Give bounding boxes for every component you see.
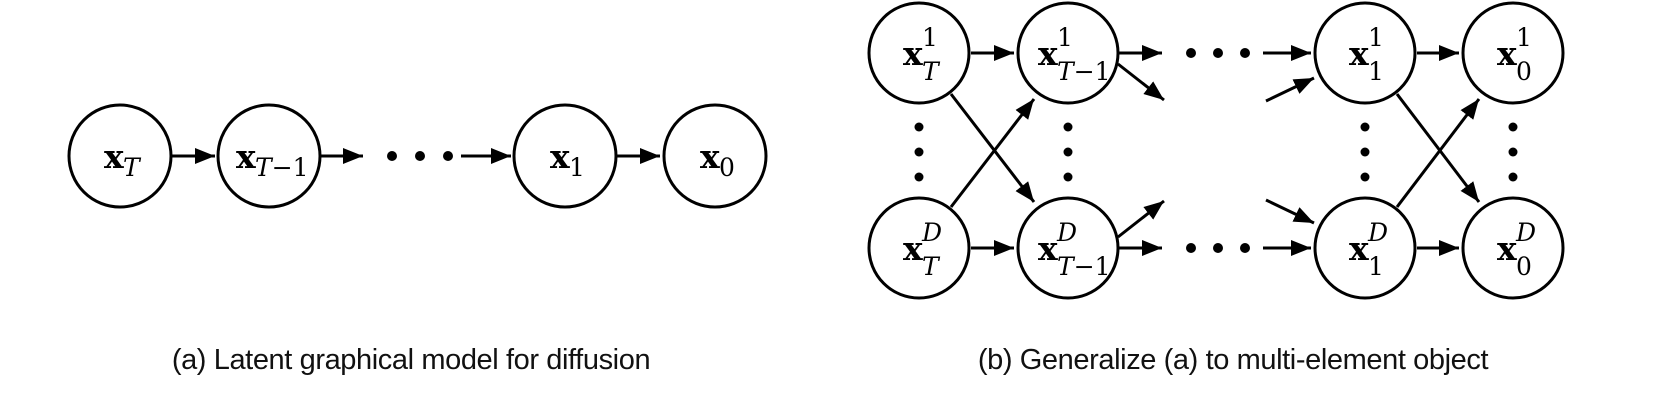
svg-text:T: T bbox=[922, 57, 941, 86]
ellipsis-horizontal-b-row1 bbox=[1186, 48, 1250, 58]
node-x1-1 bbox=[1313, 1, 1417, 105]
svg-text:0: 0 bbox=[1516, 57, 1532, 86]
node-x0-1-observed bbox=[1461, 1, 1565, 105]
svg-text:x: x bbox=[903, 34, 923, 73]
ellipsis-dot bbox=[1508, 172, 1518, 182]
node-label-xTm1-D: x D T−1 bbox=[1038, 218, 1111, 281]
ellipsis-dot bbox=[1186, 243, 1196, 253]
ellipsis-vertical-col2 bbox=[1063, 122, 1073, 182]
svg-text:1: 1 bbox=[1368, 252, 1384, 281]
svg-text:1: 1 bbox=[1368, 57, 1384, 86]
edges-b bbox=[949, 45, 1481, 256]
ellipsis-dot bbox=[1508, 122, 1518, 132]
svg-text:x: x bbox=[236, 137, 256, 176]
caption-panel-a: (a) Latent graphical model for diffusion bbox=[171, 344, 651, 376]
ellipsis-dot bbox=[914, 172, 924, 182]
svg-text:T−1: T−1 bbox=[1057, 252, 1111, 281]
ellipsis-vertical-col1 bbox=[914, 122, 924, 182]
edge-xTm1D-out-diagonal bbox=[1117, 199, 1165, 239]
node-label-xT-D: x D T bbox=[903, 218, 942, 281]
svg-text:x: x bbox=[550, 137, 570, 176]
node-x0-observed bbox=[662, 103, 768, 209]
svg-text:D: D bbox=[921, 218, 942, 247]
edge-xT1-to-xTm1D bbox=[949, 93, 1036, 203]
svg-text:x: x bbox=[1349, 34, 1369, 73]
edge-xTD-to-xTm11 bbox=[949, 98, 1036, 208]
ellipsis-dot bbox=[443, 151, 453, 161]
ellipsis-dot bbox=[1186, 48, 1196, 58]
svg-text:x: x bbox=[104, 137, 124, 176]
svg-text:1: 1 bbox=[922, 23, 938, 52]
ellipsis-dot bbox=[1360, 172, 1370, 182]
ellipsis-dot bbox=[914, 147, 924, 157]
node-label-x1-1: x 1 1 bbox=[1349, 23, 1384, 86]
node-label-xT-1: x 1 T bbox=[903, 23, 941, 86]
ellipsis-dot bbox=[1508, 147, 1518, 157]
ellipsis-vertical-col4 bbox=[1508, 122, 1518, 182]
node-xTm1-D bbox=[1016, 196, 1120, 300]
panel-b-diagram: x 1 T x 1 T−1 x 1 1 x 1 0 x D T x D T−1 bbox=[867, 1, 1565, 300]
ellipsis-dot bbox=[415, 151, 425, 161]
ellipsis-dot bbox=[1360, 122, 1370, 132]
ellipsis-dot bbox=[1063, 172, 1073, 182]
ellipsis-dot bbox=[1063, 122, 1073, 132]
node-xT-1 bbox=[867, 1, 971, 105]
ellipsis-dot bbox=[1063, 147, 1073, 157]
diagram-canvas: x T x T−1 x 1 x 0 bbox=[67, 1, 1565, 300]
svg-text:x: x bbox=[700, 137, 720, 176]
ellipsis-vertical-col3 bbox=[1360, 122, 1370, 182]
node-label-xTm1-1: x 1 T−1 bbox=[1038, 23, 1111, 86]
svg-text:x: x bbox=[1349, 229, 1369, 268]
node-label-x0-1: x 1 0 bbox=[1497, 23, 1532, 86]
node-xTm1-1 bbox=[1016, 1, 1120, 105]
edge-xTm11-out-diagonal bbox=[1117, 62, 1165, 102]
svg-text:x: x bbox=[1038, 229, 1058, 268]
svg-text:1: 1 bbox=[1368, 23, 1384, 52]
svg-text:D: D bbox=[1056, 218, 1077, 247]
edge-in-diagonal-x1D bbox=[1265, 198, 1315, 225]
svg-text:D: D bbox=[1367, 218, 1388, 247]
ellipsis-dot bbox=[1360, 147, 1370, 157]
svg-text:T: T bbox=[123, 153, 142, 182]
ellipsis-dot bbox=[1240, 243, 1250, 253]
node-label-xTm1: x T−1 bbox=[236, 137, 309, 182]
node-x1 bbox=[512, 103, 618, 209]
svg-text:1: 1 bbox=[1057, 23, 1073, 52]
svg-text:0: 0 bbox=[719, 153, 735, 182]
edge-in-diagonal-x11 bbox=[1265, 76, 1315, 103]
node-label-xT: x T bbox=[104, 137, 142, 182]
svg-text:D: D bbox=[1515, 218, 1536, 247]
node-xT-D bbox=[867, 196, 971, 300]
ellipsis-dot bbox=[387, 151, 397, 161]
panel-a-diagram: x T x T−1 x 1 x 0 bbox=[67, 103, 768, 209]
ellipsis-dot bbox=[1213, 48, 1223, 58]
edge-x1D-to-x01 bbox=[1395, 98, 1481, 208]
svg-text:x: x bbox=[1497, 229, 1517, 268]
svg-text:x: x bbox=[1038, 34, 1058, 73]
svg-text:T: T bbox=[922, 252, 941, 281]
svg-text:1: 1 bbox=[569, 153, 585, 182]
svg-text:1: 1 bbox=[1516, 23, 1532, 52]
node-label-x0-D: x D 0 bbox=[1497, 218, 1536, 281]
node-label-x1-D: x D 1 bbox=[1349, 218, 1388, 281]
node-label-x1: x 1 bbox=[550, 137, 585, 182]
svg-text:T−1: T−1 bbox=[1057, 57, 1111, 86]
edge-x11-to-x0D bbox=[1395, 93, 1481, 203]
node-label-x0: x 0 bbox=[700, 137, 735, 182]
node-xTm1 bbox=[216, 103, 322, 209]
svg-text:0: 0 bbox=[1516, 252, 1532, 281]
ellipsis-dot bbox=[1240, 48, 1250, 58]
svg-text:x: x bbox=[903, 229, 923, 268]
node-xT bbox=[67, 103, 173, 209]
svg-text:T−1: T−1 bbox=[255, 153, 309, 182]
ellipsis-horizontal-a bbox=[387, 151, 453, 161]
ellipsis-horizontal-b-row2 bbox=[1186, 243, 1250, 253]
node-x0-D-observed bbox=[1461, 196, 1565, 300]
svg-text:x: x bbox=[1497, 34, 1517, 73]
caption-panel-b: (b) Generalize (a) to multi-element obje… bbox=[977, 344, 1489, 376]
node-x1-D bbox=[1313, 196, 1417, 300]
ellipsis-dot bbox=[1213, 243, 1223, 253]
ellipsis-dot bbox=[914, 122, 924, 132]
